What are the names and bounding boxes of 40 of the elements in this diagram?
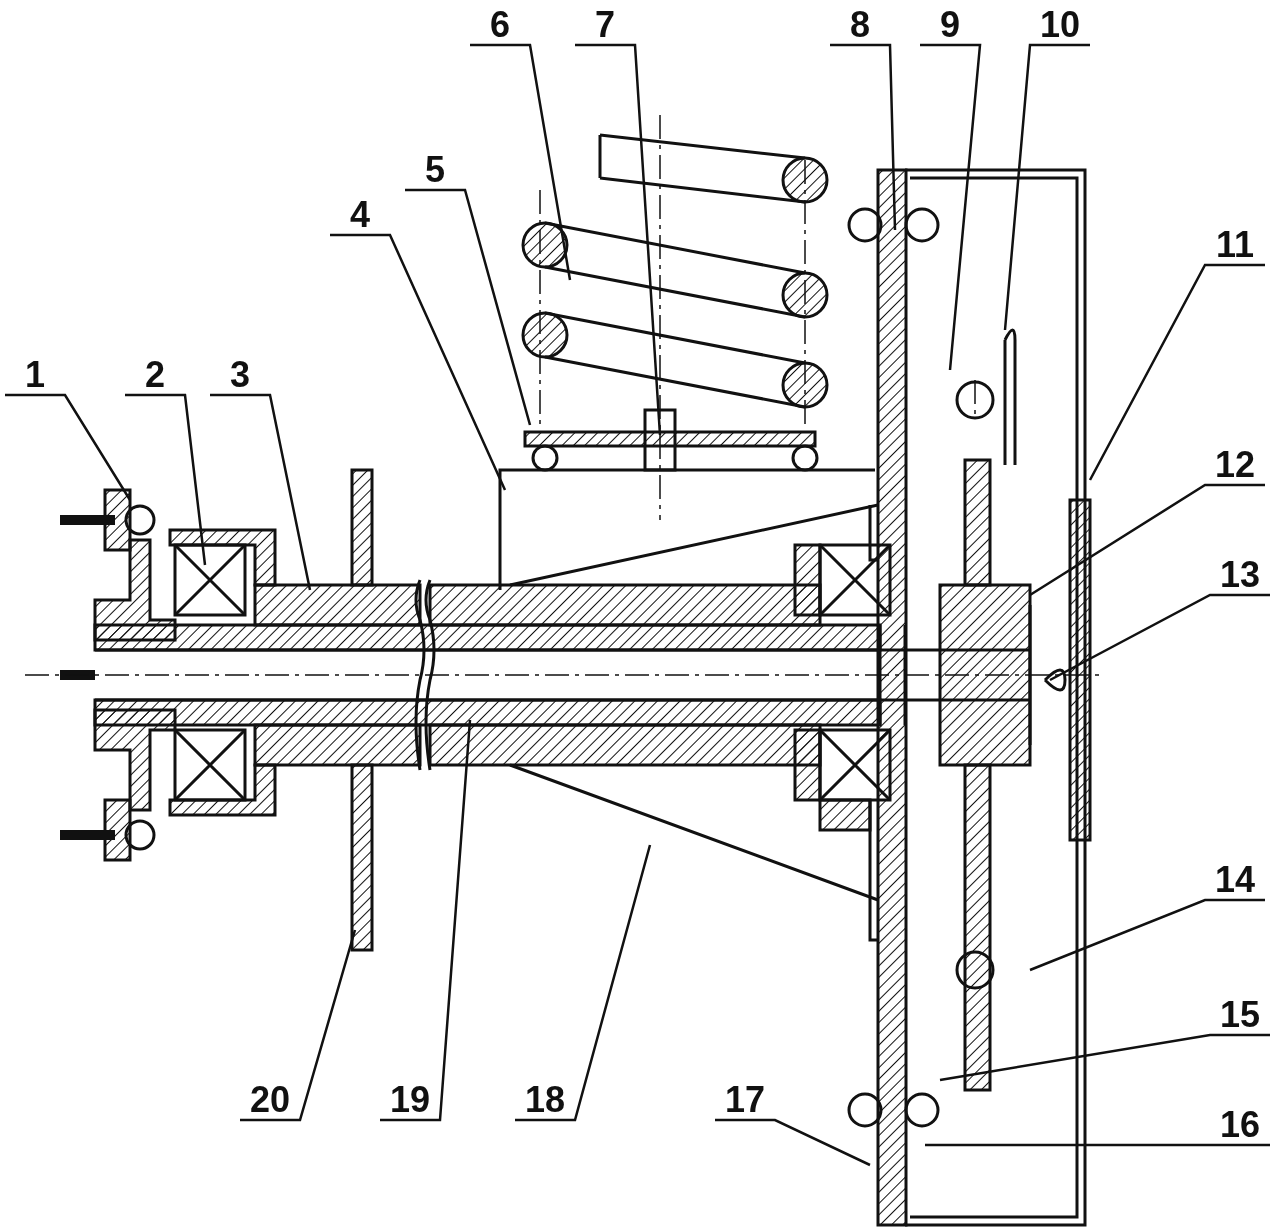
leader-line <box>330 233 507 491</box>
callout-number: 5 <box>405 150 465 190</box>
callout-number: 13 <box>1210 555 1270 595</box>
callout-number: 3 <box>210 355 270 395</box>
leader-line <box>125 393 207 566</box>
callout-number: 2 <box>125 355 185 395</box>
callout-number: 20 <box>240 1080 300 1120</box>
leader-line <box>920 43 982 371</box>
leader-line <box>715 1118 871 1167</box>
leader-line <box>380 719 472 1122</box>
callout-number: 4 <box>330 195 390 235</box>
callout-number: 18 <box>515 1080 575 1120</box>
callout-number: 7 <box>575 5 635 45</box>
leader-line <box>515 844 652 1122</box>
callout-number: 19 <box>380 1080 440 1120</box>
leader-line <box>830 43 897 231</box>
callout-number: 16 <box>1210 1105 1270 1145</box>
leader-line <box>240 929 357 1122</box>
leader-line <box>939 1033 1270 1082</box>
callout-number: 15 <box>1210 995 1270 1035</box>
leader-line <box>1049 593 1270 682</box>
leader-line <box>575 43 662 436</box>
callout-number: 17 <box>715 1080 775 1120</box>
callout-number: 10 <box>1030 5 1090 45</box>
callout-number: 11 <box>1205 225 1265 265</box>
callout-number: 6 <box>470 5 530 45</box>
leader-line <box>405 188 532 426</box>
leader-line <box>1003 43 1090 331</box>
leader-line <box>5 393 132 501</box>
callout-number: 1 <box>5 355 65 395</box>
leader-line <box>1088 263 1265 481</box>
leader-line <box>210 393 312 591</box>
leader-line <box>925 1143 1270 1147</box>
leader-line <box>470 43 572 281</box>
leader-line <box>1029 483 1265 597</box>
callout-number: 12 <box>1205 445 1265 485</box>
leader-line <box>1029 898 1265 972</box>
callout-number: 8 <box>830 5 890 45</box>
callout-number: 14 <box>1205 860 1265 900</box>
callout-number: 9 <box>920 5 980 45</box>
